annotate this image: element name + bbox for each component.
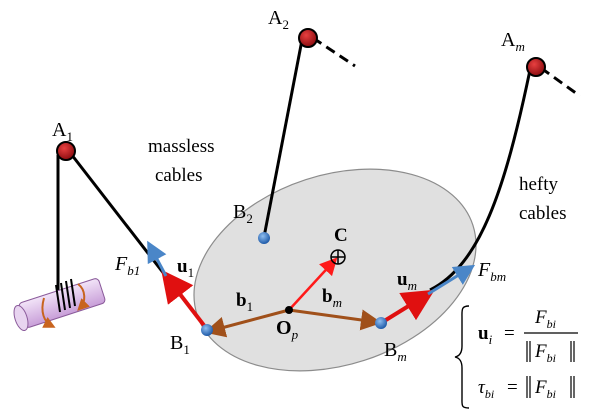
label-massless-line1: massless xyxy=(148,136,215,157)
rotation-arrow-icon xyxy=(41,297,56,328)
winch xyxy=(13,278,106,332)
label-hefty-line1: hefty xyxy=(519,174,559,195)
equations-block: ui = Fbi Fbi τbi = Fbi xyxy=(454,305,578,409)
label-fb1: Fb1 xyxy=(114,253,140,278)
label-u1: u1 xyxy=(177,256,194,280)
moving-platform xyxy=(193,168,477,372)
vector-u1 xyxy=(161,269,208,330)
cable-m-continuation xyxy=(540,66,581,98)
pulley-a2 xyxy=(298,28,318,48)
eq-equals-1: = xyxy=(504,323,515,344)
label-op: Op xyxy=(276,317,299,342)
anchor-bm xyxy=(375,317,387,329)
cable-2 xyxy=(262,39,304,238)
label-a2: A2 xyxy=(268,7,289,32)
eq-denominator-norm xyxy=(526,341,575,362)
label-hefty-line2: cables xyxy=(519,203,566,224)
label-massless-line2: cables xyxy=(155,165,202,186)
vector-c xyxy=(288,257,338,311)
cable-m xyxy=(429,69,532,292)
eq-denominator: Fbi xyxy=(534,341,556,365)
vector-bm xyxy=(288,308,382,331)
vector-b1 xyxy=(204,308,290,338)
label-fbm: Fbm xyxy=(477,259,506,284)
eq-equals-2: = xyxy=(507,377,518,398)
eq-ui-lhs: ui xyxy=(478,323,493,347)
vector-um xyxy=(379,289,435,325)
label-am: Am xyxy=(501,29,525,54)
label-bm: Bm xyxy=(384,339,407,364)
cable-2-continuation xyxy=(312,36,356,68)
anchor-b2 xyxy=(258,232,270,244)
origin-point xyxy=(285,306,293,314)
label-b2: B2 xyxy=(233,201,253,226)
center-of-mass-icon xyxy=(330,249,346,265)
eq-tau-rhs: Fbi xyxy=(534,377,556,401)
force-fb1 xyxy=(147,240,168,277)
label-vector-b1: b1 xyxy=(236,290,253,314)
anchor-b1 xyxy=(201,324,213,336)
eq-tau-norm xyxy=(526,376,575,398)
force-fbm xyxy=(427,264,476,296)
eq-tau-lhs: τbi xyxy=(478,377,494,401)
pulley-am xyxy=(526,57,546,77)
equation-brace xyxy=(454,305,470,409)
label-a1: A1 xyxy=(52,119,73,144)
pulley-a1 xyxy=(56,141,76,161)
label-b1: B1 xyxy=(170,332,190,357)
label-um: um xyxy=(397,269,417,293)
label-vector-bm: bm xyxy=(322,286,342,310)
label-c: C xyxy=(334,225,348,246)
eq-numerator: Fbi xyxy=(534,307,556,331)
